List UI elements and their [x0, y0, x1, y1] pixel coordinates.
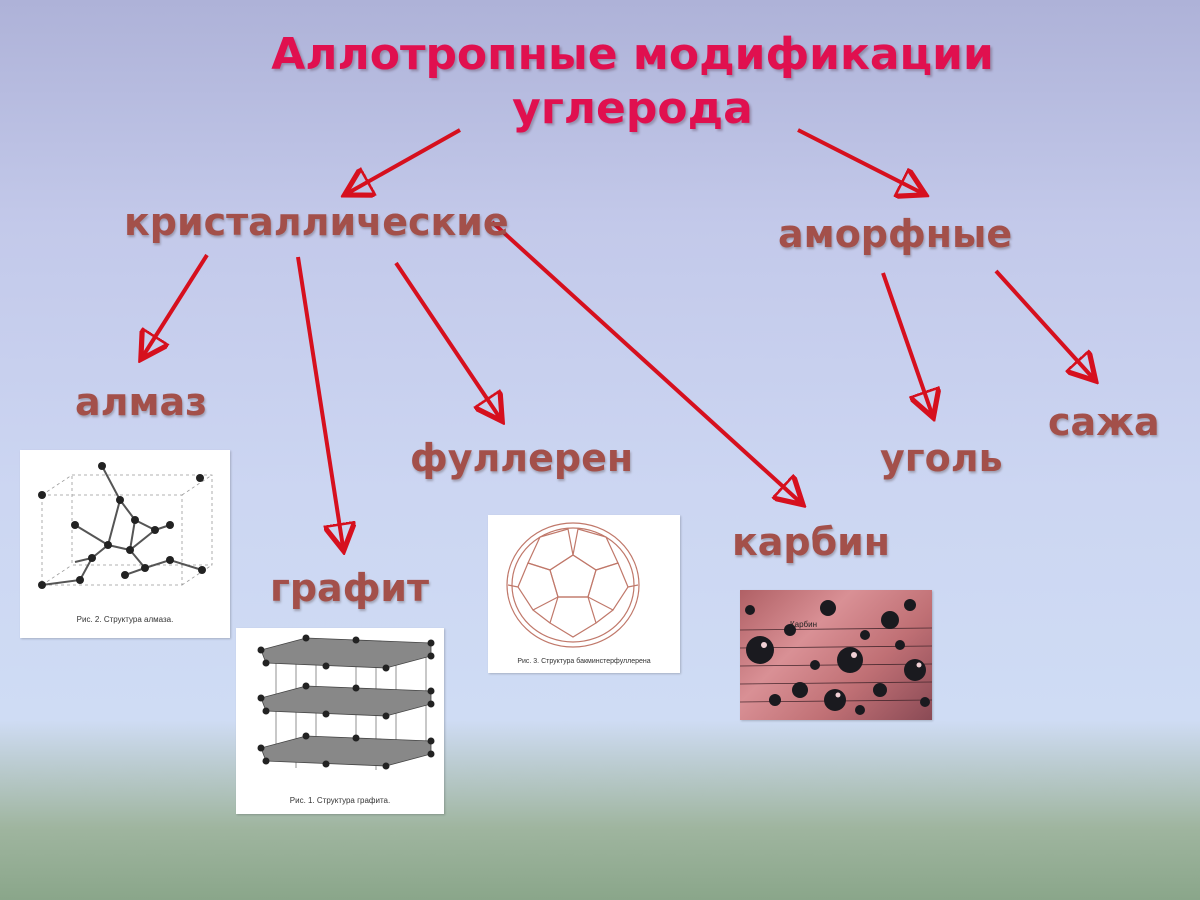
node-soot: сажа	[1048, 400, 1160, 444]
fullerene-molecule-image	[506, 522, 640, 648]
arrow-crystalline-to-diamond	[143, 253, 209, 356]
diamond-lattice-image	[38, 462, 213, 589]
arrow-crystalline-to-fullerene	[394, 261, 500, 418]
diamond-structure-figure: Рис. 2. Структура алмаза.	[20, 450, 230, 638]
arrow-title-to-crystalline	[348, 128, 461, 193]
graphite-lattice-image	[257, 634, 435, 770]
fullerene-caption: Рис. 3. Структура бакминстерфуллерена	[517, 658, 651, 665]
arrow-title-to-amorphous	[797, 128, 922, 193]
diamond-caption: Рис. 2. Структура алмаза.	[76, 615, 174, 624]
node-amorphous: аморфные	[778, 212, 1013, 256]
node-carbyne: карбин	[732, 520, 891, 564]
arrow-crystalline-to-graphite	[296, 256, 343, 547]
node-coal: уголь	[880, 436, 1003, 480]
node-crystalline: кристаллические	[124, 200, 509, 244]
arrow-amorphous-to-soot	[994, 269, 1093, 378]
carbyne-chain-image	[740, 599, 932, 715]
arrow-crystalline-to-carbyne	[490, 220, 800, 502]
carbyne-label: Карбин	[790, 620, 818, 629]
graphite-structure-figure: Рис. 1. Структура графита.	[236, 628, 444, 814]
diagram-title: Аллотропные модификации углерода	[0, 28, 1200, 136]
carbyne-structure-figure: Карбин	[740, 590, 932, 720]
title-line-2: углерода	[512, 83, 753, 134]
node-fullerene: фуллерен	[410, 436, 634, 480]
node-diamond: алмаз	[75, 380, 208, 424]
graphite-caption: Рис. 1. Структура графита.	[289, 796, 391, 805]
node-graphite: графит	[270, 566, 430, 610]
title-line-1: Аллотропные модификации	[271, 29, 994, 80]
arrow-amorphous-to-coal	[881, 272, 932, 414]
fullerene-structure-figure: Рис. 3. Структура бакминстерфуллерена	[488, 515, 680, 673]
